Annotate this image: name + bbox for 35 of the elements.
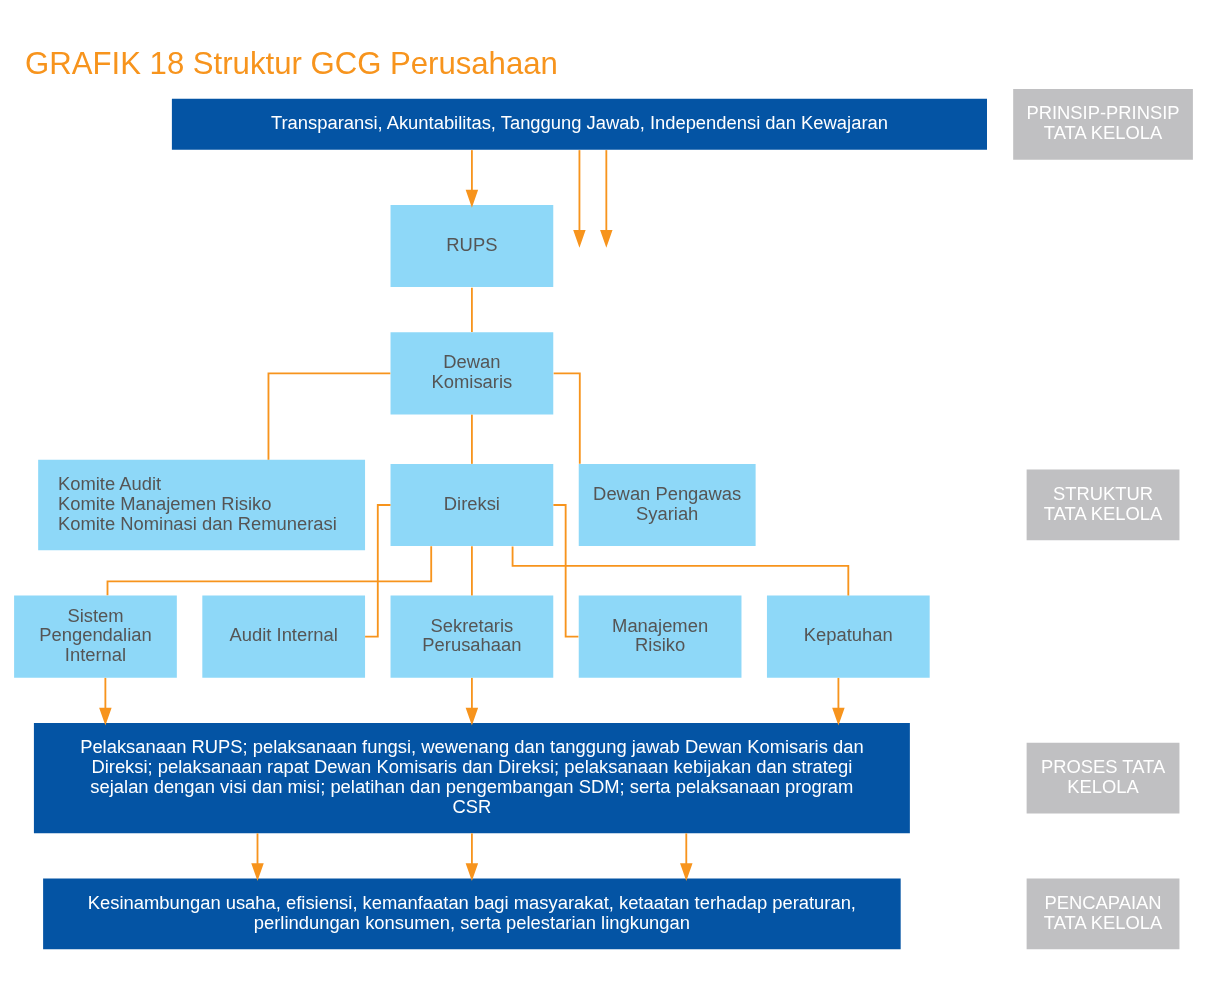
node-box: RUPS [390, 205, 554, 288]
node-box: Pelaksanaan RUPS; pelaksanaan fungsi, wewenang dan tanggung jawab Dewan Komisaris dan Direksi; pelaksanaan rapat Dewan Komisaris dan Direksi; pelaksanaan kebijakan dan strategi sejalan dengan visi dan misi; pelatihan dan pengembangan SDM; serta pelaksanaan program CSR [33, 722, 910, 834]
node-box: STRUKTUR TATA KELOLA [1026, 469, 1180, 541]
node-box: PRINSIP-PRINSIP TATA KELOLA [1013, 88, 1193, 160]
arrow [573, 149, 586, 248]
connector [552, 504, 580, 638]
arrow [832, 677, 845, 726]
node-box: Dewan Pengawas Syariah [578, 463, 756, 547]
node-box: Transparansi, Akuntabilitas, Tanggung Jawab, Independensi dan Kewajaran [171, 98, 987, 150]
diagram-title: GRAFIK 18 Struktur GCG Perusahaan [25, 46, 558, 82]
node-box: Manajemen Risiko [578, 595, 742, 678]
connector [470, 545, 473, 597]
node-box: Sekretaris Perusahaan [390, 595, 554, 678]
connector [267, 372, 392, 461]
arrow [251, 832, 264, 881]
arrow [465, 832, 479, 881]
arrow [600, 149, 613, 248]
arrow [99, 677, 112, 726]
connector [470, 413, 473, 465]
node-box: Direksi [390, 463, 554, 547]
node-box: Sistem Pengendalian Internal [14, 595, 177, 678]
arrow [465, 149, 479, 208]
node-box: PENCAPAIAN TATA KELOLA [1026, 878, 1180, 950]
node-box: Kepatuhan [766, 595, 930, 678]
arrow [465, 677, 479, 726]
node-box: Audit Internal [202, 595, 366, 678]
node-box: Komite Audit Komite Manajemen Risiko Komite Nominasi dan Remunerasi [38, 459, 366, 551]
arrow [680, 832, 693, 881]
connector [470, 286, 473, 333]
connector [364, 504, 392, 638]
connector [106, 545, 433, 597]
connector [552, 372, 581, 465]
node-box: PROSES TATA KELOLA [1026, 742, 1180, 814]
node-box: Dewan Komisaris [390, 332, 554, 415]
node-box: Kesinambungan usaha, efisiensi, kemanfaatan bagi masyarakat, ketaatan terhadap peraturan, perlindungan konsumen, serta pelestarian lingkungan [43, 878, 901, 950]
